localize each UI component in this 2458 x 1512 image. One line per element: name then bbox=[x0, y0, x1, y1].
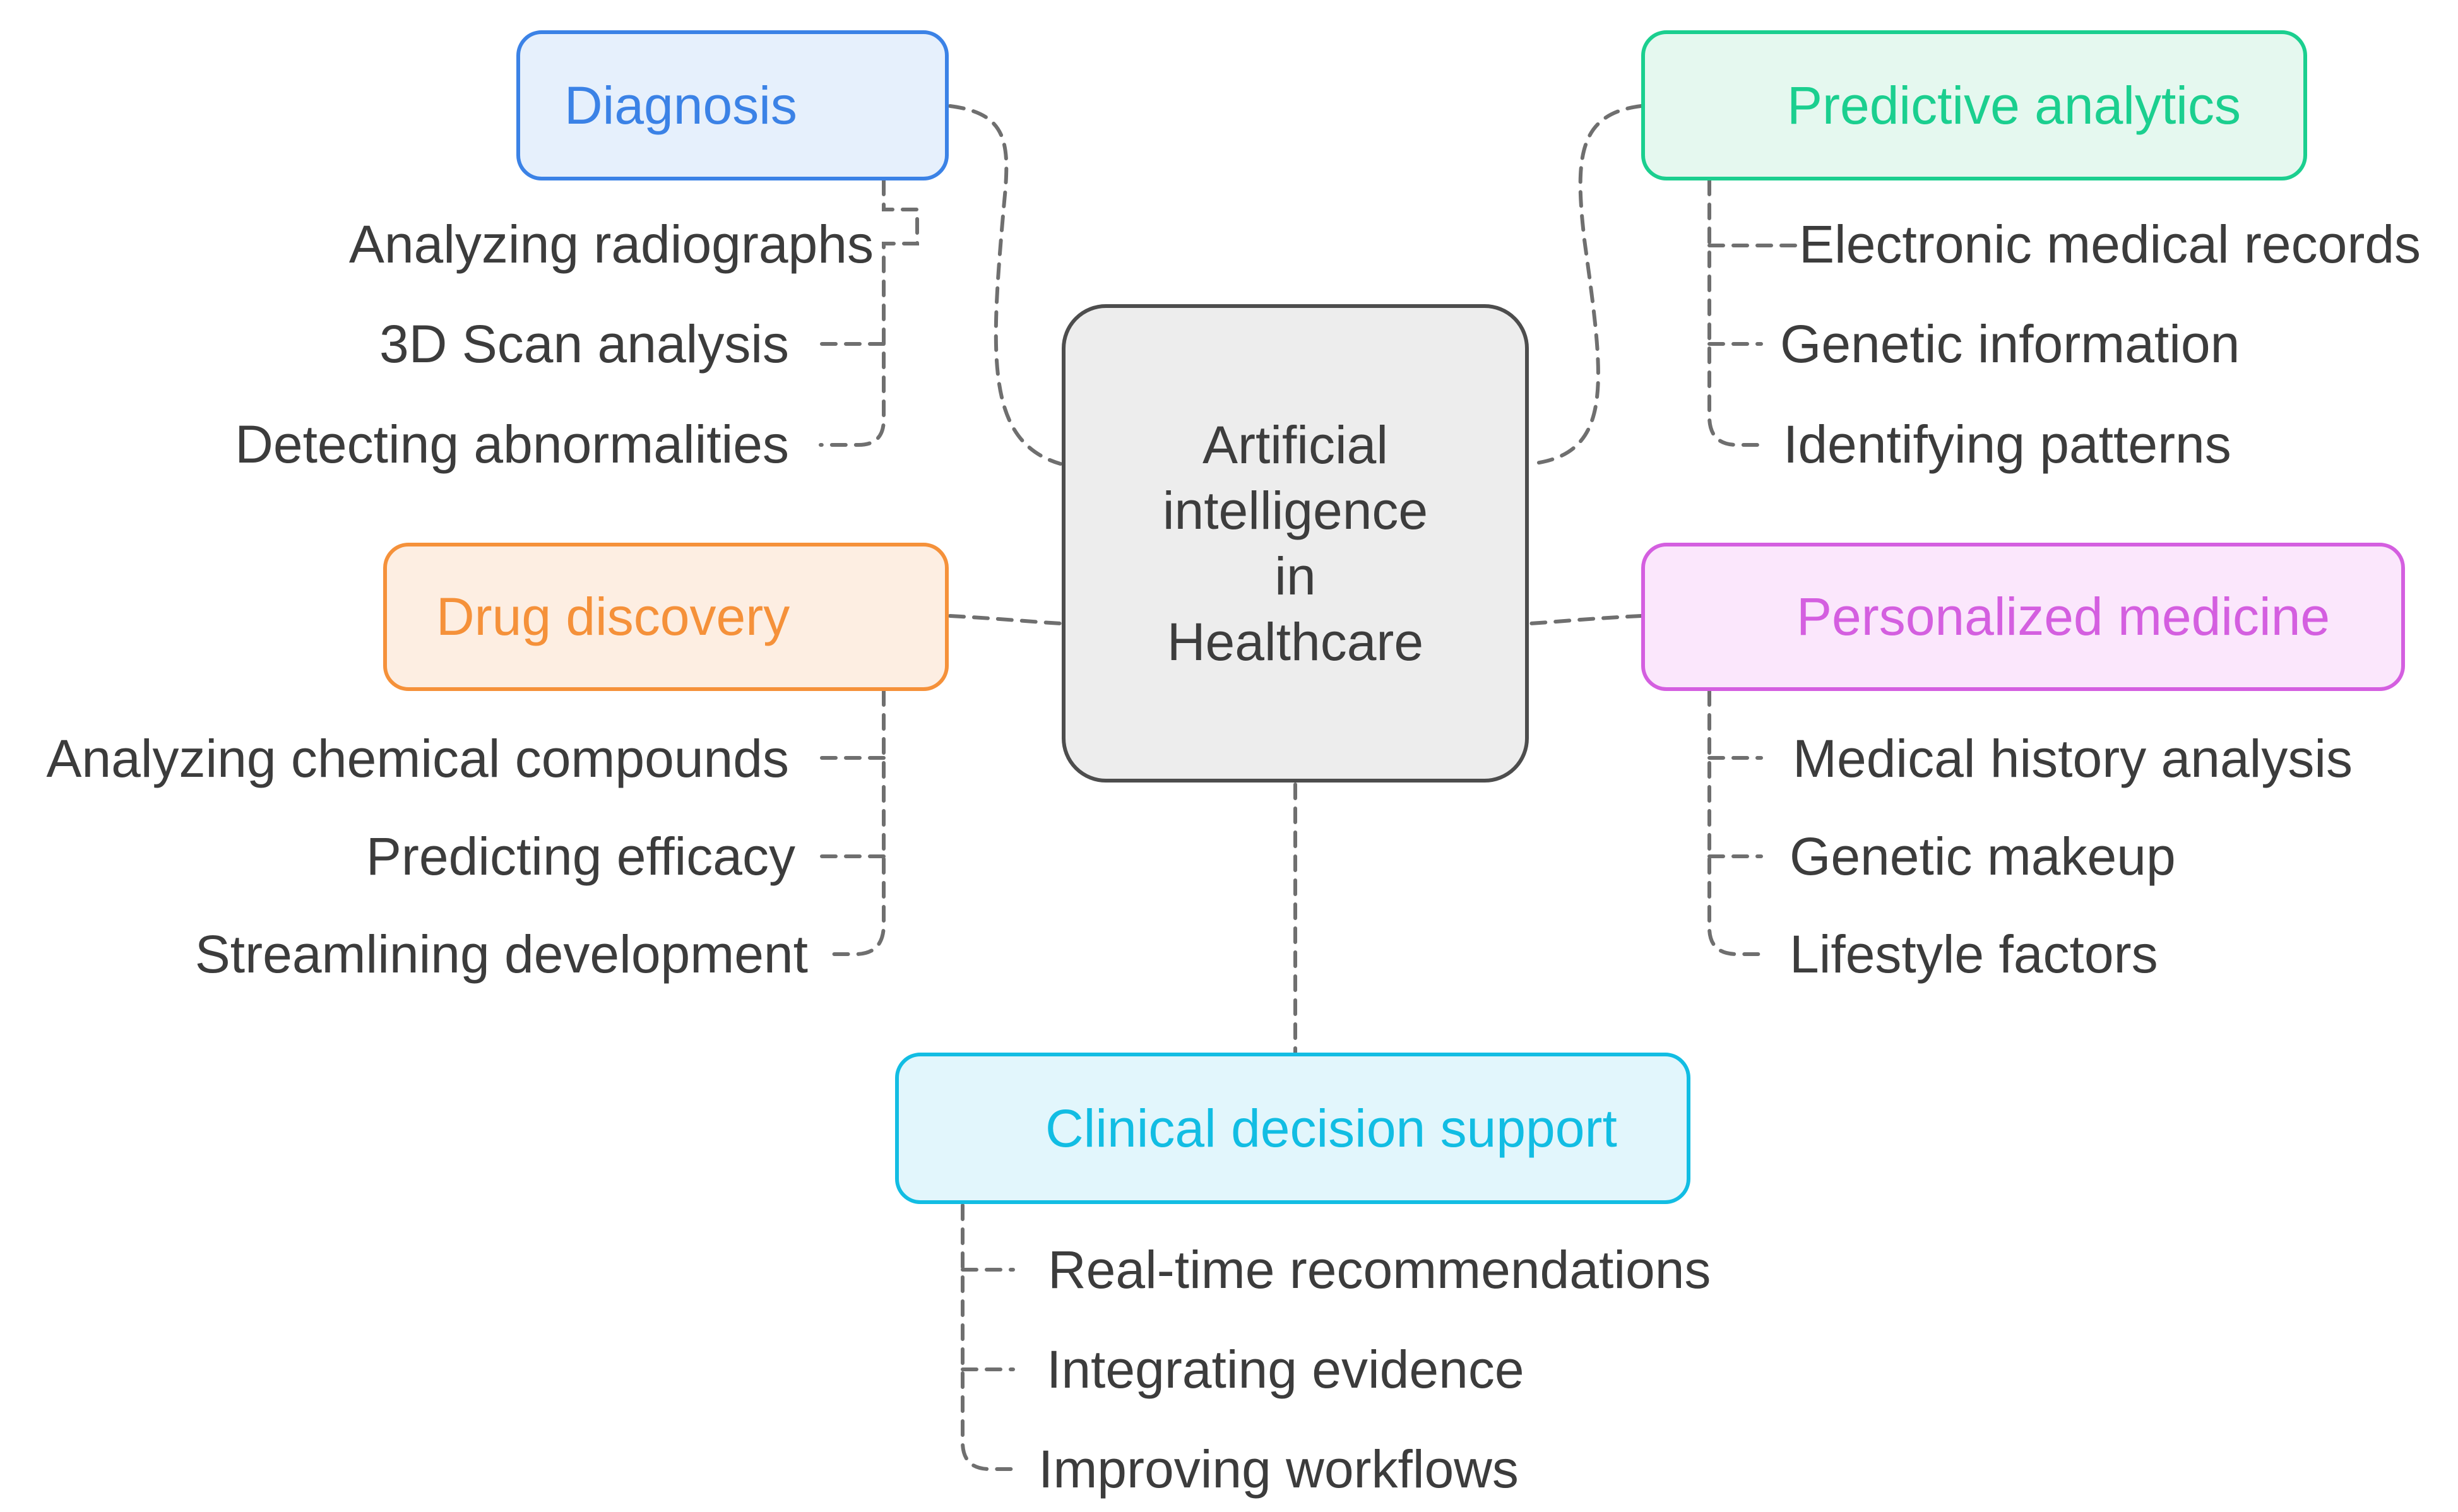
central-node: Artificial intelligence in Healthcare bbox=[1062, 304, 1529, 783]
list-item: Predicting efficacy bbox=[365, 827, 795, 886]
central-node-line: in bbox=[1274, 546, 1316, 606]
list-item: Genetic makeup bbox=[1790, 827, 2176, 886]
list-item: Analyzing chemical compounds bbox=[46, 729, 789, 788]
connector-predictive-analytics-items bbox=[1707, 179, 1763, 447]
connector-personalized-medicine-items bbox=[1707, 689, 1763, 956]
branch-clinical-decision-support: Clinical decision support bbox=[895, 1053, 1690, 1204]
list-item: Streamlining development bbox=[194, 924, 808, 984]
branch-diagnosis: Diagnosis bbox=[516, 30, 949, 180]
branch-title: Drug discovery bbox=[436, 587, 790, 646]
list-item: Integrating evidence bbox=[1047, 1340, 1524, 1399]
branch-title: Predictive analytics bbox=[1787, 75, 2241, 135]
list-item: Lifestyle factors bbox=[1790, 924, 2158, 984]
central-node-line: intelligence bbox=[1162, 481, 1428, 540]
connector-predictive-analytics bbox=[1529, 104, 1643, 466]
branch-predictive-analytics: Predictive analytics bbox=[1641, 30, 2307, 180]
list-item: Identifying patterns bbox=[1783, 415, 2231, 474]
branch-title: Diagnosis bbox=[564, 75, 797, 135]
list-item: Medical history analysis bbox=[1793, 729, 2353, 788]
connector-clinical-decision-support-items bbox=[961, 1203, 1018, 1471]
list-item: 3D Scan analysis bbox=[379, 314, 789, 374]
connector-drug-discovery-items bbox=[825, 689, 886, 956]
branch-personalized-medicine: Personalized medicine bbox=[1641, 543, 2405, 691]
branch-title: Personalized medicine bbox=[1796, 587, 2330, 646]
list-item: Improving workflows bbox=[1038, 1439, 1519, 1499]
connector-personalized-medicine bbox=[1529, 614, 1643, 625]
branch-drug-discovery: Drug discovery bbox=[383, 543, 949, 691]
connector-diagnosis bbox=[948, 104, 1062, 466]
list-item: Detecting abnormalities bbox=[235, 415, 789, 474]
central-node-line: Healthcare bbox=[1167, 612, 1424, 671]
connector-diagnosis-items bbox=[819, 179, 919, 447]
list-item: Electronic medical records bbox=[1799, 215, 2421, 274]
list-item: Real-time recommendations bbox=[1048, 1240, 1711, 1299]
central-node-line: Artificial bbox=[1202, 415, 1389, 475]
list-item: Analyzing radiographs bbox=[348, 215, 874, 274]
connector-drug-discovery bbox=[948, 614, 1062, 625]
branch-title: Clinical decision support bbox=[1045, 1098, 1617, 1158]
list-item: Genetic information bbox=[1780, 314, 2240, 374]
